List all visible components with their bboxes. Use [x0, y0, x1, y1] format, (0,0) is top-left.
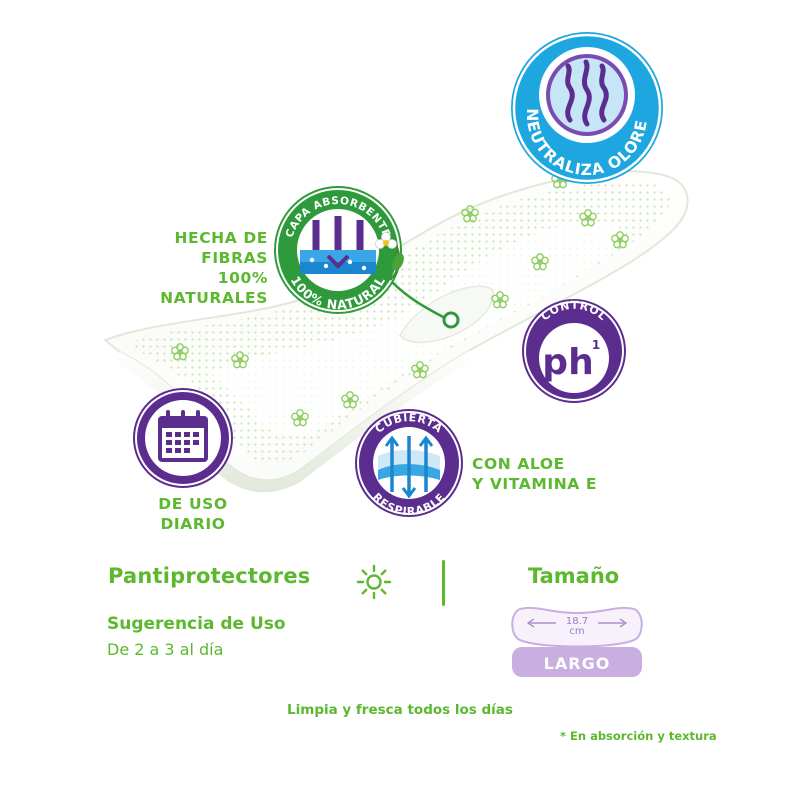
fibras-line-1: HECHA DE — [174, 229, 268, 247]
odor-waves-icon — [565, 59, 609, 127]
calendar-badge — [133, 388, 233, 488]
absorbent-layer-icon — [300, 216, 376, 274]
slogan: Limpia y fresca todos los días — [287, 702, 513, 718]
size-value: 18.7 — [566, 616, 588, 627]
product-title: Pantiprotectores — [108, 564, 311, 588]
uso-line-1: DE USO — [158, 495, 228, 513]
uso-line-2: DIARIO — [160, 515, 226, 533]
fibras-line-3: NATURALES — [160, 289, 268, 307]
pantiliner-illustration: NEUTRALIZA OLORES CAPA ABSORBENTE 100% N… — [0, 0, 689, 518]
size-name: LARGO — [544, 654, 611, 673]
breathable-badge: CUBIERTA RESPIRABLE — [355, 409, 463, 518]
footnote: * En absorción y textura — [560, 729, 717, 743]
size-indicator: 18.7 cm LARGO — [511, 606, 643, 677]
sun-icon — [356, 564, 392, 600]
uso-callout: DE USO DIARIO — [138, 494, 248, 534]
odor-badge: NEUTRALIZA OLORES — [0, 0, 663, 184]
section-divider — [442, 560, 445, 606]
calendar-icon — [158, 410, 208, 462]
ph-icon: ph 1 — [542, 338, 600, 383]
aloe-line-1: CON ALOE — [472, 455, 565, 473]
suggestion-value: De 2 a 3 al día — [107, 640, 224, 659]
fibras-callout: HECHA DE FIBRAS 100% NATURALES — [150, 228, 268, 308]
suggestion-title: Sugerencia de Uso — [107, 614, 286, 634]
size-title: Tamaño — [528, 564, 620, 588]
fibras-line-2: FIBRAS 100% — [201, 249, 268, 287]
svg-text:ph: ph — [542, 342, 593, 383]
breathable-cover-icon — [378, 435, 440, 499]
ph-badge: CONTROL ph 1 — [522, 299, 626, 403]
flower-icon — [375, 232, 404, 281]
size-unit: cm — [569, 626, 584, 637]
aloe-callout: CON ALOE Y VITAMINA E — [472, 454, 597, 494]
svg-text:1: 1 — [592, 338, 600, 352]
aloe-line-2: Y VITAMINA E — [472, 475, 598, 493]
